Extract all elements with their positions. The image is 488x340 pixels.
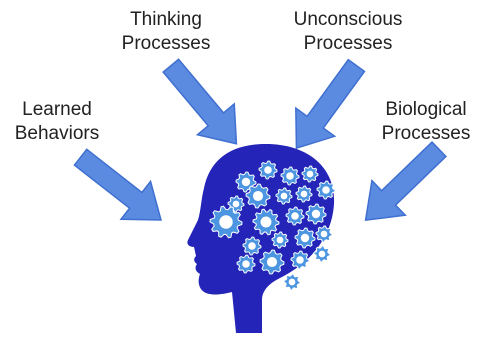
gear-icon — [294, 227, 316, 249]
gear-icon — [275, 187, 293, 205]
gear-icon — [285, 206, 305, 226]
gear-icon — [313, 245, 331, 263]
label-unconscious-line-2: Processes — [303, 33, 393, 54]
arrow-unconscious-processes — [276, 50, 377, 163]
label-biological-processes: Biological Processes — [368, 98, 484, 146]
gear-icon — [209, 205, 243, 239]
label-thinking-line-2: Processes — [121, 33, 211, 54]
label-thinking-processes: Thinking Processes — [111, 8, 221, 56]
gear-icon — [301, 165, 319, 183]
gear-icon — [258, 160, 278, 180]
arrow-learned-behaviors — [65, 137, 177, 240]
gear-icon — [242, 236, 262, 256]
gear-icon — [295, 185, 313, 203]
gear-icon — [259, 249, 285, 275]
gear-icon — [280, 166, 300, 186]
gear-icon — [315, 225, 333, 243]
label-biological-line-1: Biological — [385, 99, 467, 120]
label-learned-line-2: Behaviors — [14, 123, 100, 144]
label-learned-line-1: Learned — [22, 99, 92, 120]
gear-icon — [252, 208, 280, 236]
gear-icon — [245, 183, 271, 209]
gear-icon — [283, 273, 301, 291]
gear-icon — [290, 250, 310, 270]
label-biological-line-2: Processes — [381, 123, 471, 144]
arrow-biological-processes — [348, 131, 457, 239]
label-thinking-line-1: Thinking — [130, 9, 202, 30]
arrow-thinking-processes — [151, 49, 256, 161]
gear-icon — [271, 231, 289, 249]
gear-icon — [316, 180, 336, 200]
gear-icon — [236, 254, 256, 274]
label-learned-behaviors: Learned Behaviors — [2, 98, 112, 146]
brain-gears-icon — [209, 160, 336, 291]
label-unconscious-line-1: Unconscious — [293, 9, 403, 30]
head-silhouette-icon — [187, 144, 335, 333]
label-unconscious-processes: Unconscious Processes — [279, 8, 417, 56]
gear-icon — [305, 203, 327, 225]
